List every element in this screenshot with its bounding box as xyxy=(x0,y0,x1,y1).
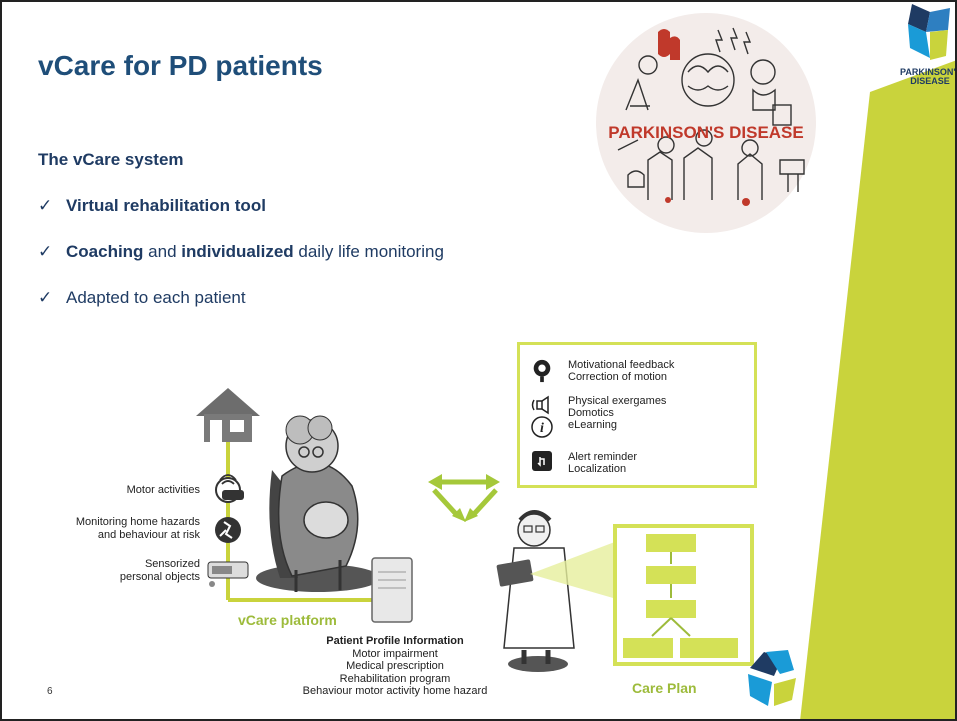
legend-text: Alert reminder xyxy=(568,451,638,463)
bullet-coaching: ✓ Coaching and individualized daily life … xyxy=(38,242,444,262)
legend-text: Motivational feedback xyxy=(568,359,675,371)
label-sensorized-objects: Sensorized personal objects xyxy=(60,558,200,584)
legend-text: Physical exergames xyxy=(568,395,667,407)
legend-text: eLearning xyxy=(568,419,617,431)
motor-activity-icon xyxy=(215,474,244,503)
profile-item: Motor impairment xyxy=(352,647,438,660)
legend-row-alert: Alert reminder Localization xyxy=(568,451,637,475)
patient-profile-info: Patient Profile Information Motor impair… xyxy=(300,635,490,698)
features-legend: Motivational feedback Correction of moti… xyxy=(517,342,757,488)
parkinsons-logo xyxy=(908,4,950,60)
bullet-text: Adapted to each patient xyxy=(66,288,246,307)
legend-text: Domotics xyxy=(568,407,614,419)
logo-text: PARKINSON'S DISEASE xyxy=(900,68,957,86)
checkmark-icon: ✓ xyxy=(38,288,53,307)
bullet-virtual-rehabilitation: ✓ Virtual rehabilitation tool xyxy=(38,196,266,216)
bullet-bold-individualized: individualized xyxy=(181,242,294,261)
speaker-icon xyxy=(531,395,549,415)
label-monitoring-hazards: Monitoring home hazards and behaviour at… xyxy=(40,516,200,542)
house-icon xyxy=(196,388,260,442)
slide-title: vCare for PD patients xyxy=(38,50,323,81)
label-line: personal objects xyxy=(119,571,200,583)
profile-item: Behaviour motor activity home hazard xyxy=(302,685,488,697)
parkinsons-illustration: PARKINSON'S DISEASE xyxy=(596,13,816,233)
bullet-bold-coaching: Coaching xyxy=(66,242,144,261)
bullet-bold-text: Virtual rehabilitation tool xyxy=(66,196,266,215)
sensorized-object-icon xyxy=(207,561,249,587)
care-plan-flowchart xyxy=(613,524,754,666)
profile-item: Rehabilitation program xyxy=(339,672,451,685)
checkmark-icon: ✓ xyxy=(38,196,53,215)
feedback-icon xyxy=(533,359,551,383)
patient-figure xyxy=(256,415,380,592)
label-line: and behaviour at risk xyxy=(97,529,200,541)
slide-number: 6 xyxy=(47,686,53,697)
checkmark-icon: ✓ xyxy=(38,242,53,261)
tablet-touch-icon xyxy=(532,451,552,471)
server-icon xyxy=(371,557,413,623)
info-icon: i xyxy=(531,416,553,438)
bullet-text-rest: daily life monitoring xyxy=(293,242,444,261)
bullet-adapted: ✓ Adapted to each patient xyxy=(38,288,246,308)
section-subtitle: The vCare system xyxy=(38,150,184,169)
label-line: Monitoring home hazards xyxy=(75,516,200,528)
doctor-figure xyxy=(496,510,575,672)
logo-text-line-1: PARKINSON'S xyxy=(900,67,957,77)
bullet-text-and: and xyxy=(143,242,182,261)
legend-row-exergames: Physical exergames Domotics eLearning xyxy=(568,395,666,431)
legend-text: Correction of motion xyxy=(568,371,668,383)
exchange-arrows-icon xyxy=(428,474,500,522)
svg-text:i: i xyxy=(540,421,544,436)
care-plan-label: Care Plan xyxy=(632,680,697,696)
illustration-caption: PARKINSON'S DISEASE xyxy=(608,123,803,142)
label-motor-activities: Motor activities xyxy=(126,484,200,496)
label-line: Sensorized xyxy=(144,558,200,570)
legend-text: Localization xyxy=(568,463,627,475)
hazard-runner-icon xyxy=(215,517,241,543)
profile-item: Medical prescription xyxy=(346,660,444,672)
vcare-platform-label: vCare platform xyxy=(238,612,337,628)
profile-heading: Patient Profile Information xyxy=(326,635,464,647)
vcare-logo xyxy=(748,650,796,706)
logo-text-line-2: DISEASE xyxy=(910,76,950,86)
legend-row-feedback: Motivational feedback Correction of moti… xyxy=(568,359,674,383)
